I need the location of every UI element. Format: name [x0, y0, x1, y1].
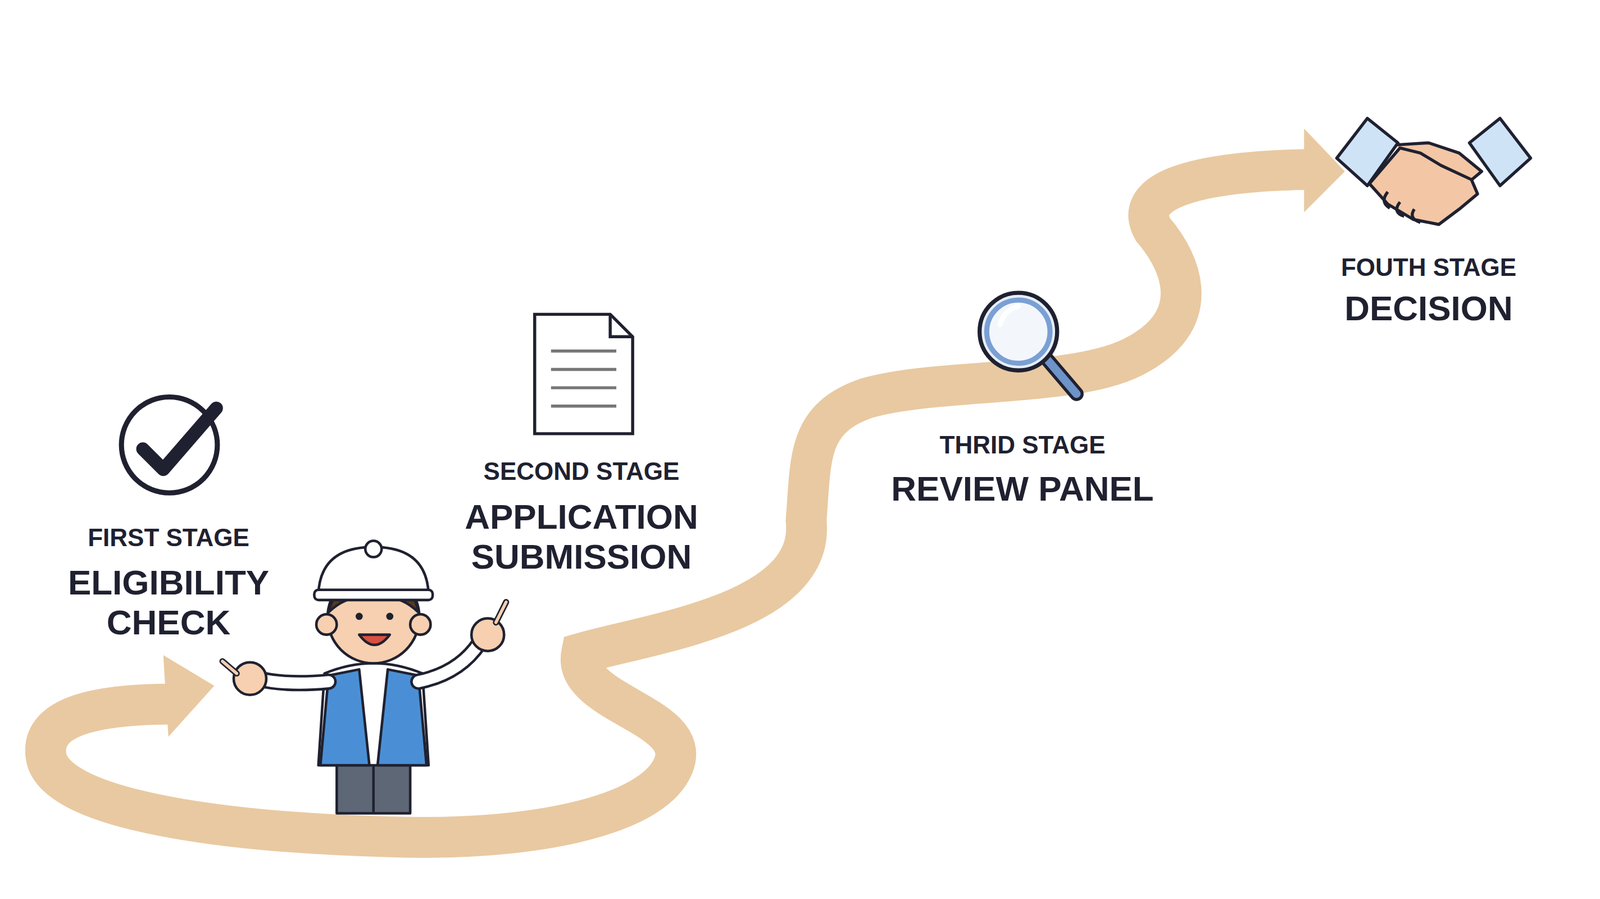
stage-number: THRID STAGE	[825, 430, 1220, 460]
road-path	[45, 128, 1345, 838]
magnifier-icon	[979, 292, 1077, 394]
stage-number: SECOND STAGE	[424, 457, 739, 486]
check-icon	[121, 396, 218, 493]
stage-title: REVIEW PANEL	[825, 468, 1220, 509]
stage-title: DECISION	[1271, 288, 1586, 329]
handshake-icon	[1336, 118, 1531, 225]
stage-number: FOUTH STAGE	[1271, 253, 1586, 283]
stage-number: FIRST STAGE	[22, 523, 315, 553]
document-icon	[534, 314, 633, 434]
stage-title: APPLICATION SUBMISSION	[424, 496, 739, 577]
stage-title: ELIGIBILITY CHECK	[22, 562, 315, 643]
